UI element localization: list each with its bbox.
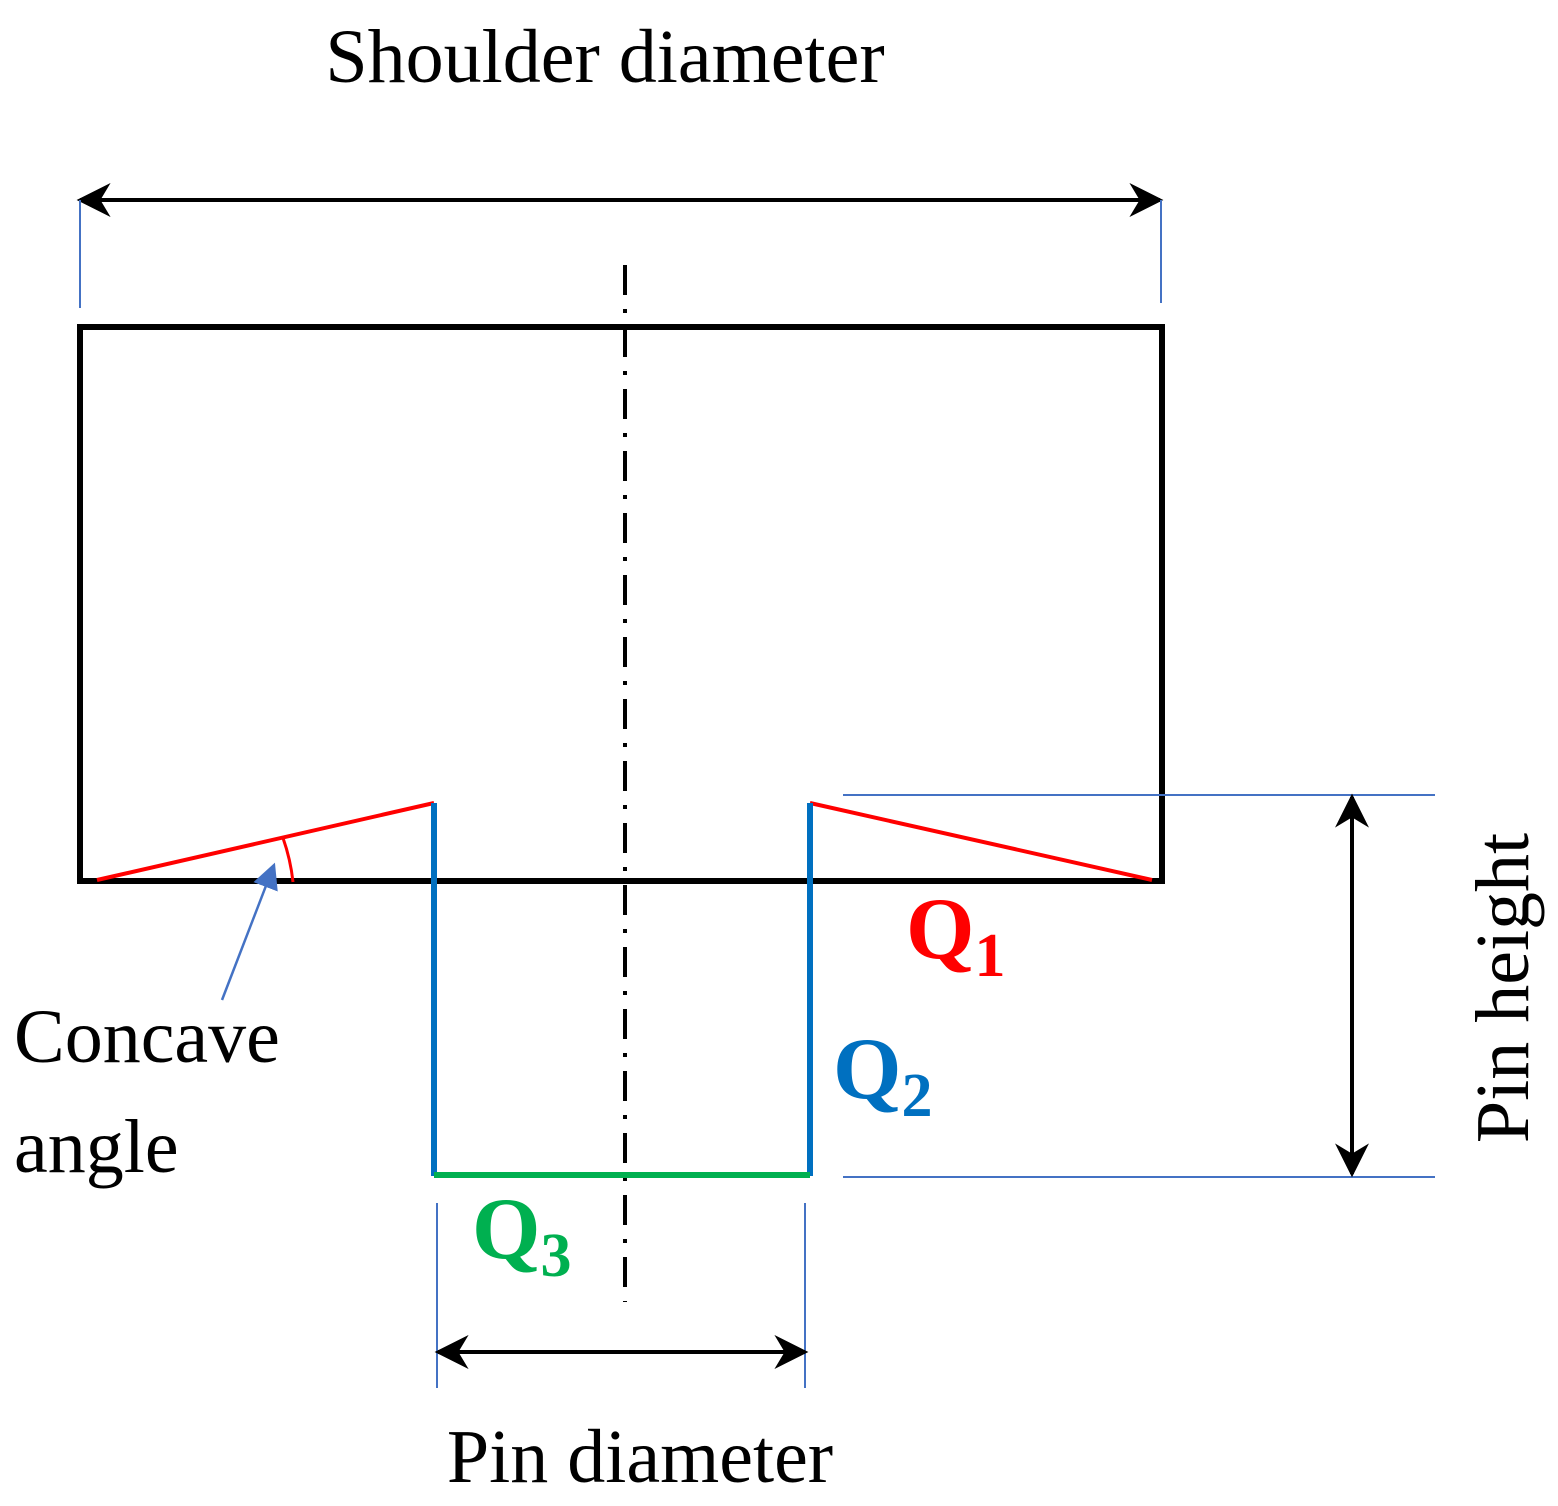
q1-subscript: 1 [974, 922, 1005, 990]
concave-angle-label-line2: angle [14, 1105, 179, 1189]
q2-label: Q2 [833, 1021, 932, 1130]
q3-letter: Q [472, 1181, 540, 1278]
q2-letter: Q [833, 1021, 901, 1118]
concave-angle-label-line1: Concave [14, 995, 280, 1079]
concave-profile-right [809, 801, 1153, 882]
q3-label: Q3 [472, 1181, 571, 1290]
q1-label: Q1 [906, 881, 1005, 990]
concave-angle-pointer [220, 862, 278, 1001]
shoulder-body [77, 324, 1165, 884]
shoulder-diameter-label: Shoulder diameter [325, 15, 884, 99]
pin-height-label: Pin height [1461, 833, 1545, 1143]
q3-subscript: 3 [540, 1222, 571, 1290]
concave-angle-arc [281, 837, 295, 883]
q2-subscript: 2 [901, 1062, 932, 1130]
q1-letter: Q [906, 881, 974, 978]
pin-diameter-label: Pin diameter [447, 1415, 833, 1499]
concave-profile-left [96, 801, 435, 882]
